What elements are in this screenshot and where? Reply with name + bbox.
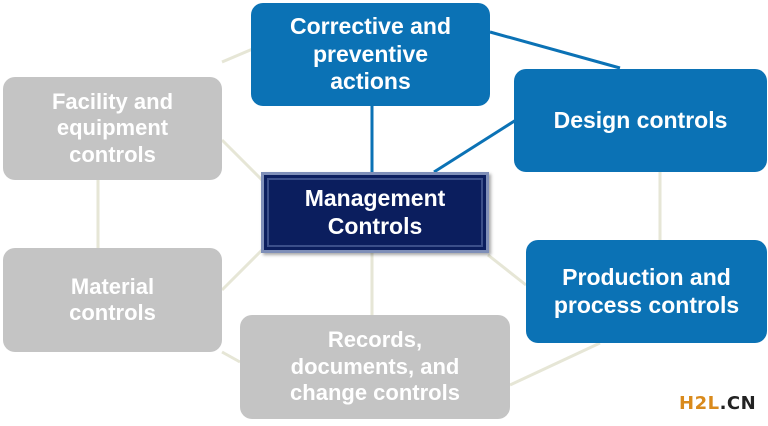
corrective-preventive-actions-label: Corrective and preventive actions <box>289 13 452 95</box>
management-controls-label: Management Controls <box>304 184 446 239</box>
material-controls-node: Material controls <box>3 248 222 352</box>
design-controls-label: Design controls <box>553 106 728 133</box>
facility-equipment-controls-label: Facility and equipment controls <box>51 88 174 167</box>
spoke-center-material <box>220 248 264 292</box>
spoke-center-facility <box>220 138 264 182</box>
production-process-controls-label: Production and process controls <box>553 263 740 318</box>
records-documents-change-controls-label: Records, documents, and change controls <box>290 327 460 406</box>
records-documents-change-controls-node: Records, documents, and change controls <box>240 315 510 419</box>
material-controls-label: Material controls <box>69 273 156 325</box>
connector-corrective-design <box>489 30 621 70</box>
management-controls-node: Management Controls <box>261 172 489 253</box>
hexagon-edge-facility-corrective <box>221 46 256 64</box>
watermark-main-text: H2L <box>679 393 720 414</box>
hexagon-edge-material-records <box>221 350 241 364</box>
hexagon-edge-records-production <box>509 341 601 387</box>
spoke-center-production <box>487 253 527 287</box>
watermark-suffix-text: .CN <box>719 393 757 414</box>
facility-equipment-controls-node: Facility and equipment controls <box>3 77 222 180</box>
design-controls-node: Design controls <box>514 69 767 172</box>
site-watermark-logo: H2L.CN <box>679 393 756 414</box>
production-process-controls-node: Production and process controls <box>526 240 767 343</box>
corrective-preventive-actions-node: Corrective and preventive actions <box>251 3 490 106</box>
connector-center-design <box>433 118 517 174</box>
